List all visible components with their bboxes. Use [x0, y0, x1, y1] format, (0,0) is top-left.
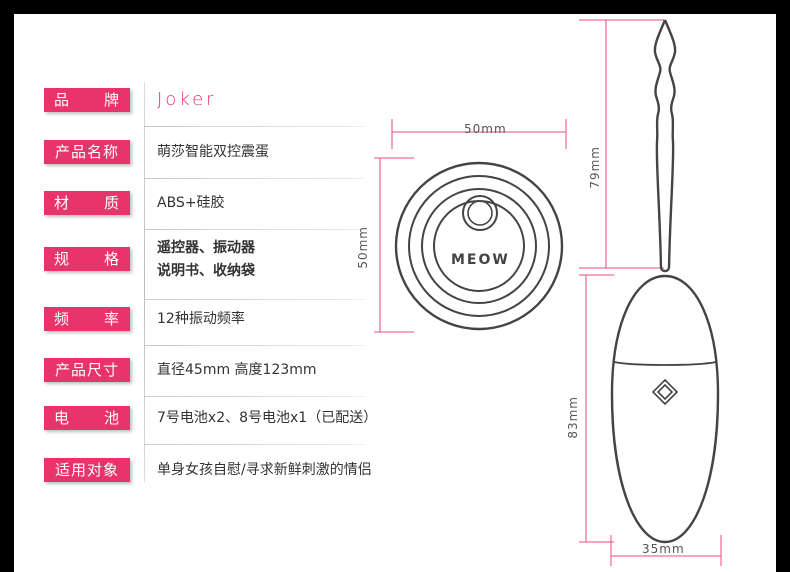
row-rule: [144, 345, 364, 346]
spec-label-product-name: 产品名称: [44, 140, 130, 164]
spec-label-brand: 品牌: [44, 88, 130, 112]
row-rule: [144, 444, 364, 445]
spec-table: 品牌 Joker 产品名称 萌莎智能双控震蛋 材质 ABS+硅胶 规格: [14, 14, 378, 572]
spec-value-spec-line-2: 说明书、收纳袋: [157, 263, 255, 279]
spec-row-spec: 规格 遥控器、振动器 说明书、收纳袋: [14, 240, 374, 295]
spec-row-target: 适用对象 单身女孩自慰/寻求新鲜刺激的情侣: [14, 458, 374, 506]
spec-row-size: 产品尺寸 直径45mm 高度123mm: [14, 358, 374, 406]
spec-row-frequency: 频率 12种振动频率: [14, 307, 374, 355]
spec-label-brand-char-1: 品: [54, 91, 71, 109]
spec-value-target: 单身女孩自慰/寻求新鲜刺激的情侣: [157, 462, 372, 478]
product-drawing: [374, 19, 722, 566]
egg-width-label: 35mm: [642, 542, 685, 556]
spec-label-brand-char-2: 牌: [103, 91, 120, 109]
spec-row-battery: 电池 7号电池x2、8号电池x1（已配送）: [14, 406, 378, 454]
spec-row-brand: 品牌 Joker: [14, 88, 374, 136]
spec-label-battery-char-2: 池: [103, 409, 120, 427]
product-spec-panel: 品牌 Joker 产品名称 萌莎智能双控震蛋 材质 ABS+硅胶 规格: [14, 14, 776, 572]
spec-value-spec-line-1: 遥控器、振动器: [157, 240, 255, 256]
spec-label-spec-char-1: 规: [54, 250, 71, 268]
spec-label-spec-char-2: 格: [103, 250, 120, 268]
spec-label-target: 适用对象: [44, 458, 130, 482]
row-rule: [144, 396, 364, 397]
egg-tail-length-label: 79mm: [588, 146, 602, 189]
spec-label-material-char-1: 材: [54, 194, 71, 212]
spec-divider: [144, 82, 145, 482]
spec-label-spec: 规格: [44, 247, 130, 271]
spec-value-battery: 7号电池x2、8号电池x1（已配送）: [157, 410, 378, 426]
spec-row-product-name: 产品名称 萌莎智能双控震蛋: [14, 140, 374, 188]
remote-control-outline: [394, 161, 564, 331]
spec-label-battery: 电池: [44, 406, 130, 430]
spec-value-size: 直径45mm 高度123mm: [157, 362, 317, 378]
spec-label-frequency-char-2: 率: [103, 310, 120, 328]
row-rule: [144, 178, 364, 179]
row-rule: [144, 229, 364, 230]
spec-value-material: ABS+硅胶: [157, 195, 225, 211]
remote-dimension-lines: [374, 19, 722, 566]
spec-value-product-name: 萌莎智能双控震蛋: [157, 144, 269, 160]
row-rule: [144, 299, 364, 300]
spec-label-battery-char-1: 电: [54, 409, 71, 427]
spec-label-size: 产品尺寸: [44, 358, 130, 382]
egg-vibrator-outline: [610, 19, 720, 544]
spec-label-frequency: 频率: [44, 307, 130, 331]
spec-value-frequency: 12种振动频率: [157, 311, 245, 327]
egg-body-length-label: 83mm: [566, 396, 580, 439]
spec-row-material: 材质 ABS+硅胶: [14, 191, 374, 239]
spec-label-material: 材质: [44, 191, 130, 215]
row-rule: [144, 126, 364, 127]
remote-height-label: 50mm: [356, 226, 370, 269]
spec-label-frequency-char-1: 频: [54, 310, 71, 328]
brand-logo-text: Joker: [157, 89, 217, 110]
spec-label-material-char-2: 质: [103, 194, 120, 212]
meow-logo: MEOW: [451, 252, 510, 268]
remote-width-label: 50mm: [464, 122, 507, 136]
